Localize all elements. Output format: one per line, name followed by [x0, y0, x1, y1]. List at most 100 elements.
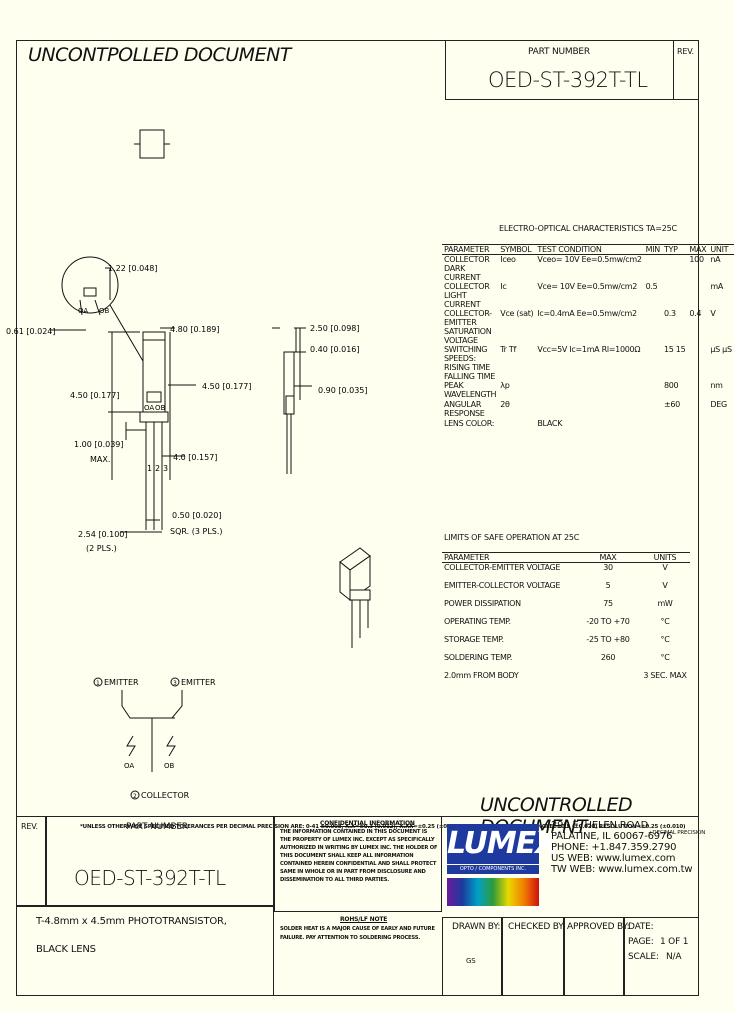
eo-col-typ: TYP [663, 245, 678, 254]
eo-row-cell: 800 [663, 381, 679, 390]
eo-row-cell: Vce= 10V Ee=0.5mw/cm2 [537, 282, 638, 291]
limits-row-cell: °C [660, 652, 670, 662]
lumex-logo: LUMEX OPTO / COMPONENTS INC. [445, 820, 558, 912]
eo-row-cell: nm [710, 381, 723, 390]
eo-col-unit: UNIT [710, 245, 729, 254]
us-web: US WEB: www.lumex.com [551, 853, 676, 864]
eo-row-cell: COLLECTOR-EMITTER SATURATION VOLTAGE [444, 309, 492, 345]
eo-table: PARAMETER SYMBOL TEST CONDITION MIN TYP … [442, 244, 734, 438]
eo-row-cell: 0.4 [689, 309, 702, 318]
label-ob: OB [155, 404, 166, 412]
eo-row-cell: ±60 [663, 400, 680, 409]
eo-row-cell: Iceo [500, 255, 516, 264]
eo-row-cell: Tr Tf [500, 345, 517, 354]
limits-row-cell: °C [660, 634, 670, 644]
emitter-label-2: EMITTER [181, 678, 216, 687]
limits-row-cell: 5 [605, 580, 611, 590]
dim-sqr: SQR. (3 PLS.) [170, 527, 223, 536]
eo-row-cell [687, 381, 708, 400]
eo-row-cell [687, 419, 708, 438]
node-3-num: 3 [173, 680, 177, 687]
dim-2-54: 2.54 [0.100] [78, 530, 128, 539]
scale-value: N/A [666, 952, 682, 962]
mechanical-drawing: 1.22 [0.048] 0.61 [0.024] 4.80 [0.189] 2… [6, 129, 371, 800]
footer-desc-box [16, 906, 274, 996]
eo-col-parameter: PARAMETER [444, 245, 490, 254]
header-part-label: PART NUMBER [528, 47, 590, 57]
top-view-body [139, 129, 165, 159]
footer-rev-label: REV. [21, 822, 38, 831]
emitter-label-1: EMITTER [104, 678, 139, 687]
schematic-ob: OB [164, 762, 175, 770]
limits-row: SOLDERING TEMP.260°C [442, 653, 690, 671]
eo-row-cell [644, 400, 662, 419]
eo-row-cell: DEG [710, 400, 727, 409]
limits-row-cell: V [662, 563, 668, 572]
eo-row-cell: SWITCHING SPEEDS: RISING TIME FALLING TI… [444, 345, 495, 381]
phone: PHONE: +1.847.359.2790 [551, 842, 677, 853]
tolerance-note: *UNLESS OTHERWISE SPECIFIED TOLERANCES P… [80, 824, 686, 830]
dim-2pls: (2 PLS.) [86, 544, 117, 553]
eo-row-cell: BLACK [537, 419, 563, 428]
node-1-marker [93, 677, 103, 687]
eo-row: COLLECTOR DARK CURRENT Iceo Vceo= 10V Ee=0… [442, 255, 734, 283]
limits-row-cell [576, 671, 640, 689]
front-body [142, 331, 166, 413]
eo-row-cell: COLLECTOR DARK CURRENT [444, 255, 490, 282]
eo-row-cell [644, 255, 662, 283]
eo-row-cell: Ic [500, 282, 507, 291]
eo-row-cell [662, 255, 687, 283]
collector-label: COLLECTOR [141, 791, 190, 800]
eo-row-cell [687, 345, 708, 381]
eo-row-cell [687, 400, 708, 419]
limits-row: STORAGE TEMP.-25 TO +80°C [442, 635, 690, 653]
logo-wordmark: LUMEX [447, 824, 558, 864]
address-2: PALATINE, IL 60067-6976 [551, 831, 673, 842]
limits-row-cell: OPERATING TEMP. [444, 616, 511, 626]
eo-row-cell: 0.3 [663, 309, 676, 318]
eo-row-cell: 100 [689, 255, 704, 264]
page-label: PAGE: [628, 937, 654, 947]
footer-part-label: PART NUMBER [126, 822, 188, 832]
eo-row: LENS COLOR:BLACK [442, 419, 734, 438]
eo-row-cell: COLLECTOR LIGHT CURRENT [444, 282, 490, 309]
eo-row-cell: 2θ [500, 400, 510, 409]
limits-col-max: MAX [599, 553, 617, 562]
limits-row-cell: EMITTER-COLLECTOR VOLTAGE [444, 580, 561, 590]
label-oa: OA [144, 404, 154, 412]
eo-row-cell: μS μS [710, 345, 732, 354]
date-box [624, 917, 699, 996]
pin-2: 2 [155, 464, 160, 473]
limits-title: LIMITS OF SAFE OPERATION AT 25C [444, 533, 580, 542]
dim-4-50-a: 4.50 [0.177] [70, 391, 120, 400]
checked-label: CHECKED BY: [508, 922, 566, 932]
header-rev-box [673, 40, 699, 100]
eo-col-max: MAX [689, 245, 707, 254]
description-1: T-4.8mm x 4.5mm PHOTOTRANSISTOR, [36, 916, 227, 927]
eo-row-cell: Vceo= 10V Ee=0.5mw/cm2 [537, 255, 642, 264]
page-value: 1 OF 1 [660, 937, 689, 947]
eo-col-symbol: SYMBOL [500, 245, 532, 254]
limits-row: OPERATING TEMP.-20 TO +70°C [442, 617, 690, 635]
limits-table: PARAMETER MAX UNITS COLLECTOR-EMITTER VO… [442, 552, 690, 689]
rohs-title: ROHS/LF NOTE [340, 916, 388, 923]
eo-row-cell: mA [710, 282, 724, 291]
node-2-num: 2 [133, 793, 137, 800]
eo-col-min: MIN [645, 245, 661, 254]
eo-row-cell [687, 282, 708, 309]
limits-col-units: UNITS [653, 553, 677, 562]
dim-0-90: 0.90 [0.035] [318, 386, 368, 395]
eo-col-test: TEST CONDITION [537, 245, 602, 254]
limits-row-cell: POWER DISSIPATION [444, 598, 521, 608]
limits-row-cell: V [662, 580, 668, 590]
eo-row-cell: λp [500, 381, 510, 390]
label-ob-detail: OB [99, 307, 110, 315]
node-2-marker [130, 790, 140, 800]
pin-3: 3 [163, 464, 168, 473]
dim-1-00: 1.00 [0.039] [74, 440, 124, 449]
eo-row-cell: 0.5 [645, 282, 658, 291]
